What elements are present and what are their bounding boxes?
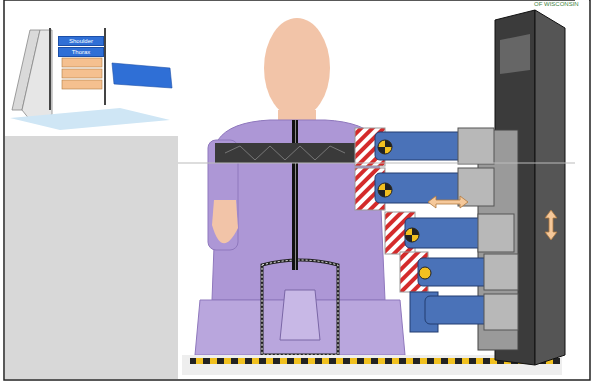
margin bbox=[575, 0, 589, 379]
inset-region-box: Thorax bbox=[58, 47, 104, 57]
impactor-rows bbox=[355, 128, 518, 332]
logo-text: OF WISCONSIN bbox=[534, 1, 579, 7]
region-label: Thorax bbox=[59, 48, 103, 56]
region-label: Shoulder bbox=[59, 37, 103, 45]
inset-region-box: Shoulder bbox=[58, 36, 104, 46]
dummy-head bbox=[264, 18, 330, 118]
divider-line bbox=[178, 163, 575, 164]
frame bbox=[4, 0, 590, 380]
side-panel bbox=[5, 136, 178, 379]
motion-arrows bbox=[428, 196, 557, 240]
inset-sketch bbox=[5, 5, 178, 136]
dummy-body bbox=[195, 110, 405, 355]
